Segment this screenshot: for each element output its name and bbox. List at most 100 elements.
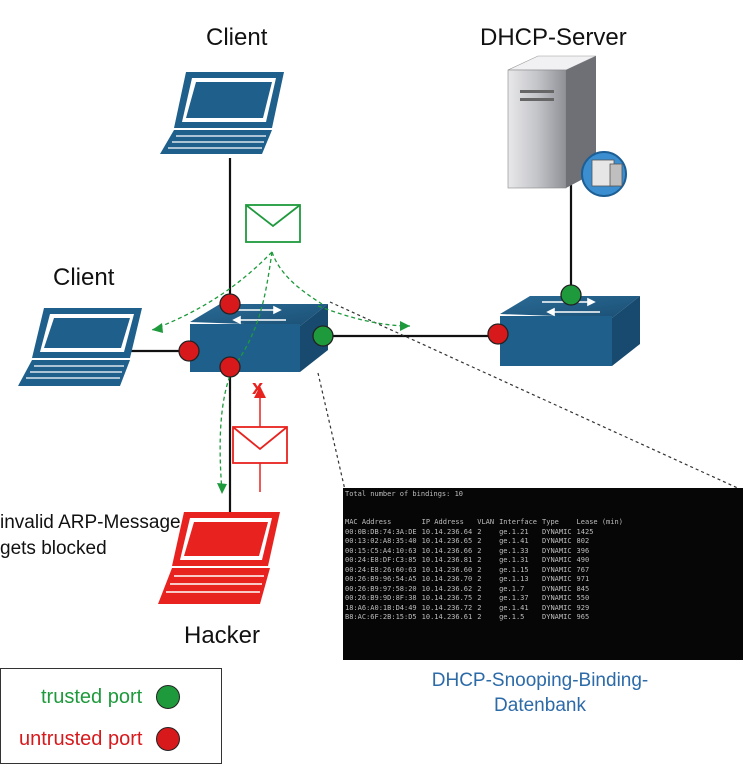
network-links [130,158,573,512]
binding-table-cell: 00:13:02:A8:35:40 [345,537,417,545]
binding-table-cell: 929 [576,603,590,612]
binding-database-terminal: Total number of bindings: 10 MAC Address… [343,488,743,660]
column-header: Type [542,518,559,526]
binding-table-cell: ge.1.15 [499,565,529,574]
binding-table-cell: 10.14.236.72 [421,603,473,612]
binding-table-cell: 550 [576,594,590,602]
binding-table-cell: 802 [576,537,590,545]
binding-table-cell: DYNAMIC [542,565,572,574]
binding-table-cell: 1425 [576,527,594,536]
legend-trusted-label: trusted port [41,685,143,708]
binding-table-cell: DYNAMIC [542,603,572,612]
legend-trusted: trusted port [41,685,181,709]
binding-table-cell: B8:AC:6F:2B:15:D5 [345,613,417,621]
binding-table-cell: 10.14.236.81 [421,556,473,564]
arp-message-envelope-icon [232,386,288,492]
port-indicators [178,284,582,378]
binding-table-cell: 10.14.236.62 [421,584,473,593]
untrusted-dot-icon [156,727,181,751]
arrowheads [152,321,410,494]
binding-table-cell: 00:15:C5:A4:10:63 [345,546,417,555]
hacker-laptop-icon [158,512,280,604]
binding-table-cell: 2 [477,603,482,612]
binding-table-cell: 10.14.236.66 [421,546,473,555]
binding-table-cell: ge.1.41 [499,603,529,612]
column-header: IP Address [421,518,464,526]
binding-table-cell: 10.14.236.61 [421,613,473,621]
binding-table-row: 00:24:E8:DF:C3:85 10.14.236.81 2 ge.1.31 DYN… [345,556,628,566]
invalid-arp-message-label: invalid ARP-Message gets blocked [0,512,181,559]
binding-table-cell: 2 [477,594,482,602]
legend-untrusted: untrusted port [19,727,181,751]
column-header: VLAN [477,518,495,526]
binding-table-cell: 00:24:E8:DF:C3:85 [345,556,417,564]
binding-table-cell: DYNAMIC [542,556,572,564]
binding-table-cell: DYNAMIC [542,575,572,583]
binding-table-cell: ge.1.5 [499,613,525,621]
binding-table-cell: 10.14.236.70 [421,575,473,583]
binding-table-cell: 00:26:B9:9D:8F:38 [345,594,417,602]
trusted-dot-icon [156,685,181,709]
binding-table-cell: 00:0B:DB:74:3A:DE [345,527,417,536]
laptop-icon [18,308,142,386]
binding-table-cell: 490 [576,556,590,564]
dhcp-message-envelope-icon [245,204,301,243]
binding-table-cell: 2 [477,613,482,621]
binding-table-cell: 10.14.236.60 [421,565,473,574]
client-left-label: Client [53,264,115,291]
client-top-label: Client [206,24,268,51]
binding-table-cell: ge.1.13 [499,575,529,583]
zoom-lines [317,301,743,491]
binding-table-cell: 2 [477,575,482,583]
binding-table-cell: 2 [477,565,482,574]
binding-table-cell: 2 [477,556,482,564]
binding-table-cell: 965 [576,613,590,621]
untrusted-port-indicator [178,340,200,362]
terminal-title: Total number of bindings: 10 [345,490,464,498]
column-header: Lease (min) [576,518,623,526]
legend: trusted port untrusted port [0,668,222,764]
binding-table-cell: DYNAMIC [542,613,572,621]
laptop-icon [160,72,284,154]
binding-table-cell: ge.1.31 [499,556,529,564]
column-header: MAC Address [345,518,392,526]
binding-table-cell: 00:26:B9:96:54:A5 [345,575,417,583]
column-header: Interface [499,518,538,526]
untrusted-port-indicator [219,293,241,315]
binding-table-cell: 396 [576,546,590,555]
blocked-x-mark: x [252,377,263,399]
binding-table-cell: 2 [477,546,482,555]
untrusted-port-indicator [487,323,509,345]
binding-table-cell: ge.1.21 [499,527,529,536]
binding-table-cell: ge.1.7 [499,584,525,593]
binding-table-header: MAC Address IP Address VLAN Interface Ty… [345,518,628,528]
binding-table-row: 00:24:E8:26:60:63 10.14.236.60 2 ge.1.15 DYN… [345,566,628,576]
binding-table-row: 00:26:B9:96:54:A5 10.14.236.70 2 ge.1.13 DYN… [345,575,628,585]
database-caption: DHCP-Snooping-Binding-Datenbank [431,670,649,716]
switch-icon [190,304,328,372]
binding-table-cell: 10.14.236.65 [421,537,473,545]
dhcp-server-label: DHCP-Server [480,24,627,51]
legend-untrusted-label: untrusted port [19,727,143,750]
untrusted-port-indicator [219,356,241,378]
binding-table: MAC Address IP Address VLAN Interface Ty… [345,518,628,623]
binding-table-cell: ge.1.33 [499,546,529,555]
binding-table-cell: DYNAMIC [542,527,572,536]
binding-table-cell: 10.14.236.75 [421,594,473,602]
binding-table-cell: 767 [576,565,590,574]
binding-table-cell: 2 [477,527,482,536]
binding-table-cell: 2 [477,584,482,593]
binding-table-cell: DYNAMIC [542,537,572,545]
trusted-port-indicator [560,284,582,306]
binding-table-cell: 00:24:E8:26:60:63 [345,565,417,574]
binding-table-cell: 2 [477,537,482,545]
server-icon [507,55,627,197]
binding-table-cell: DYNAMIC [542,594,572,602]
binding-table-cell: 971 [576,575,590,583]
